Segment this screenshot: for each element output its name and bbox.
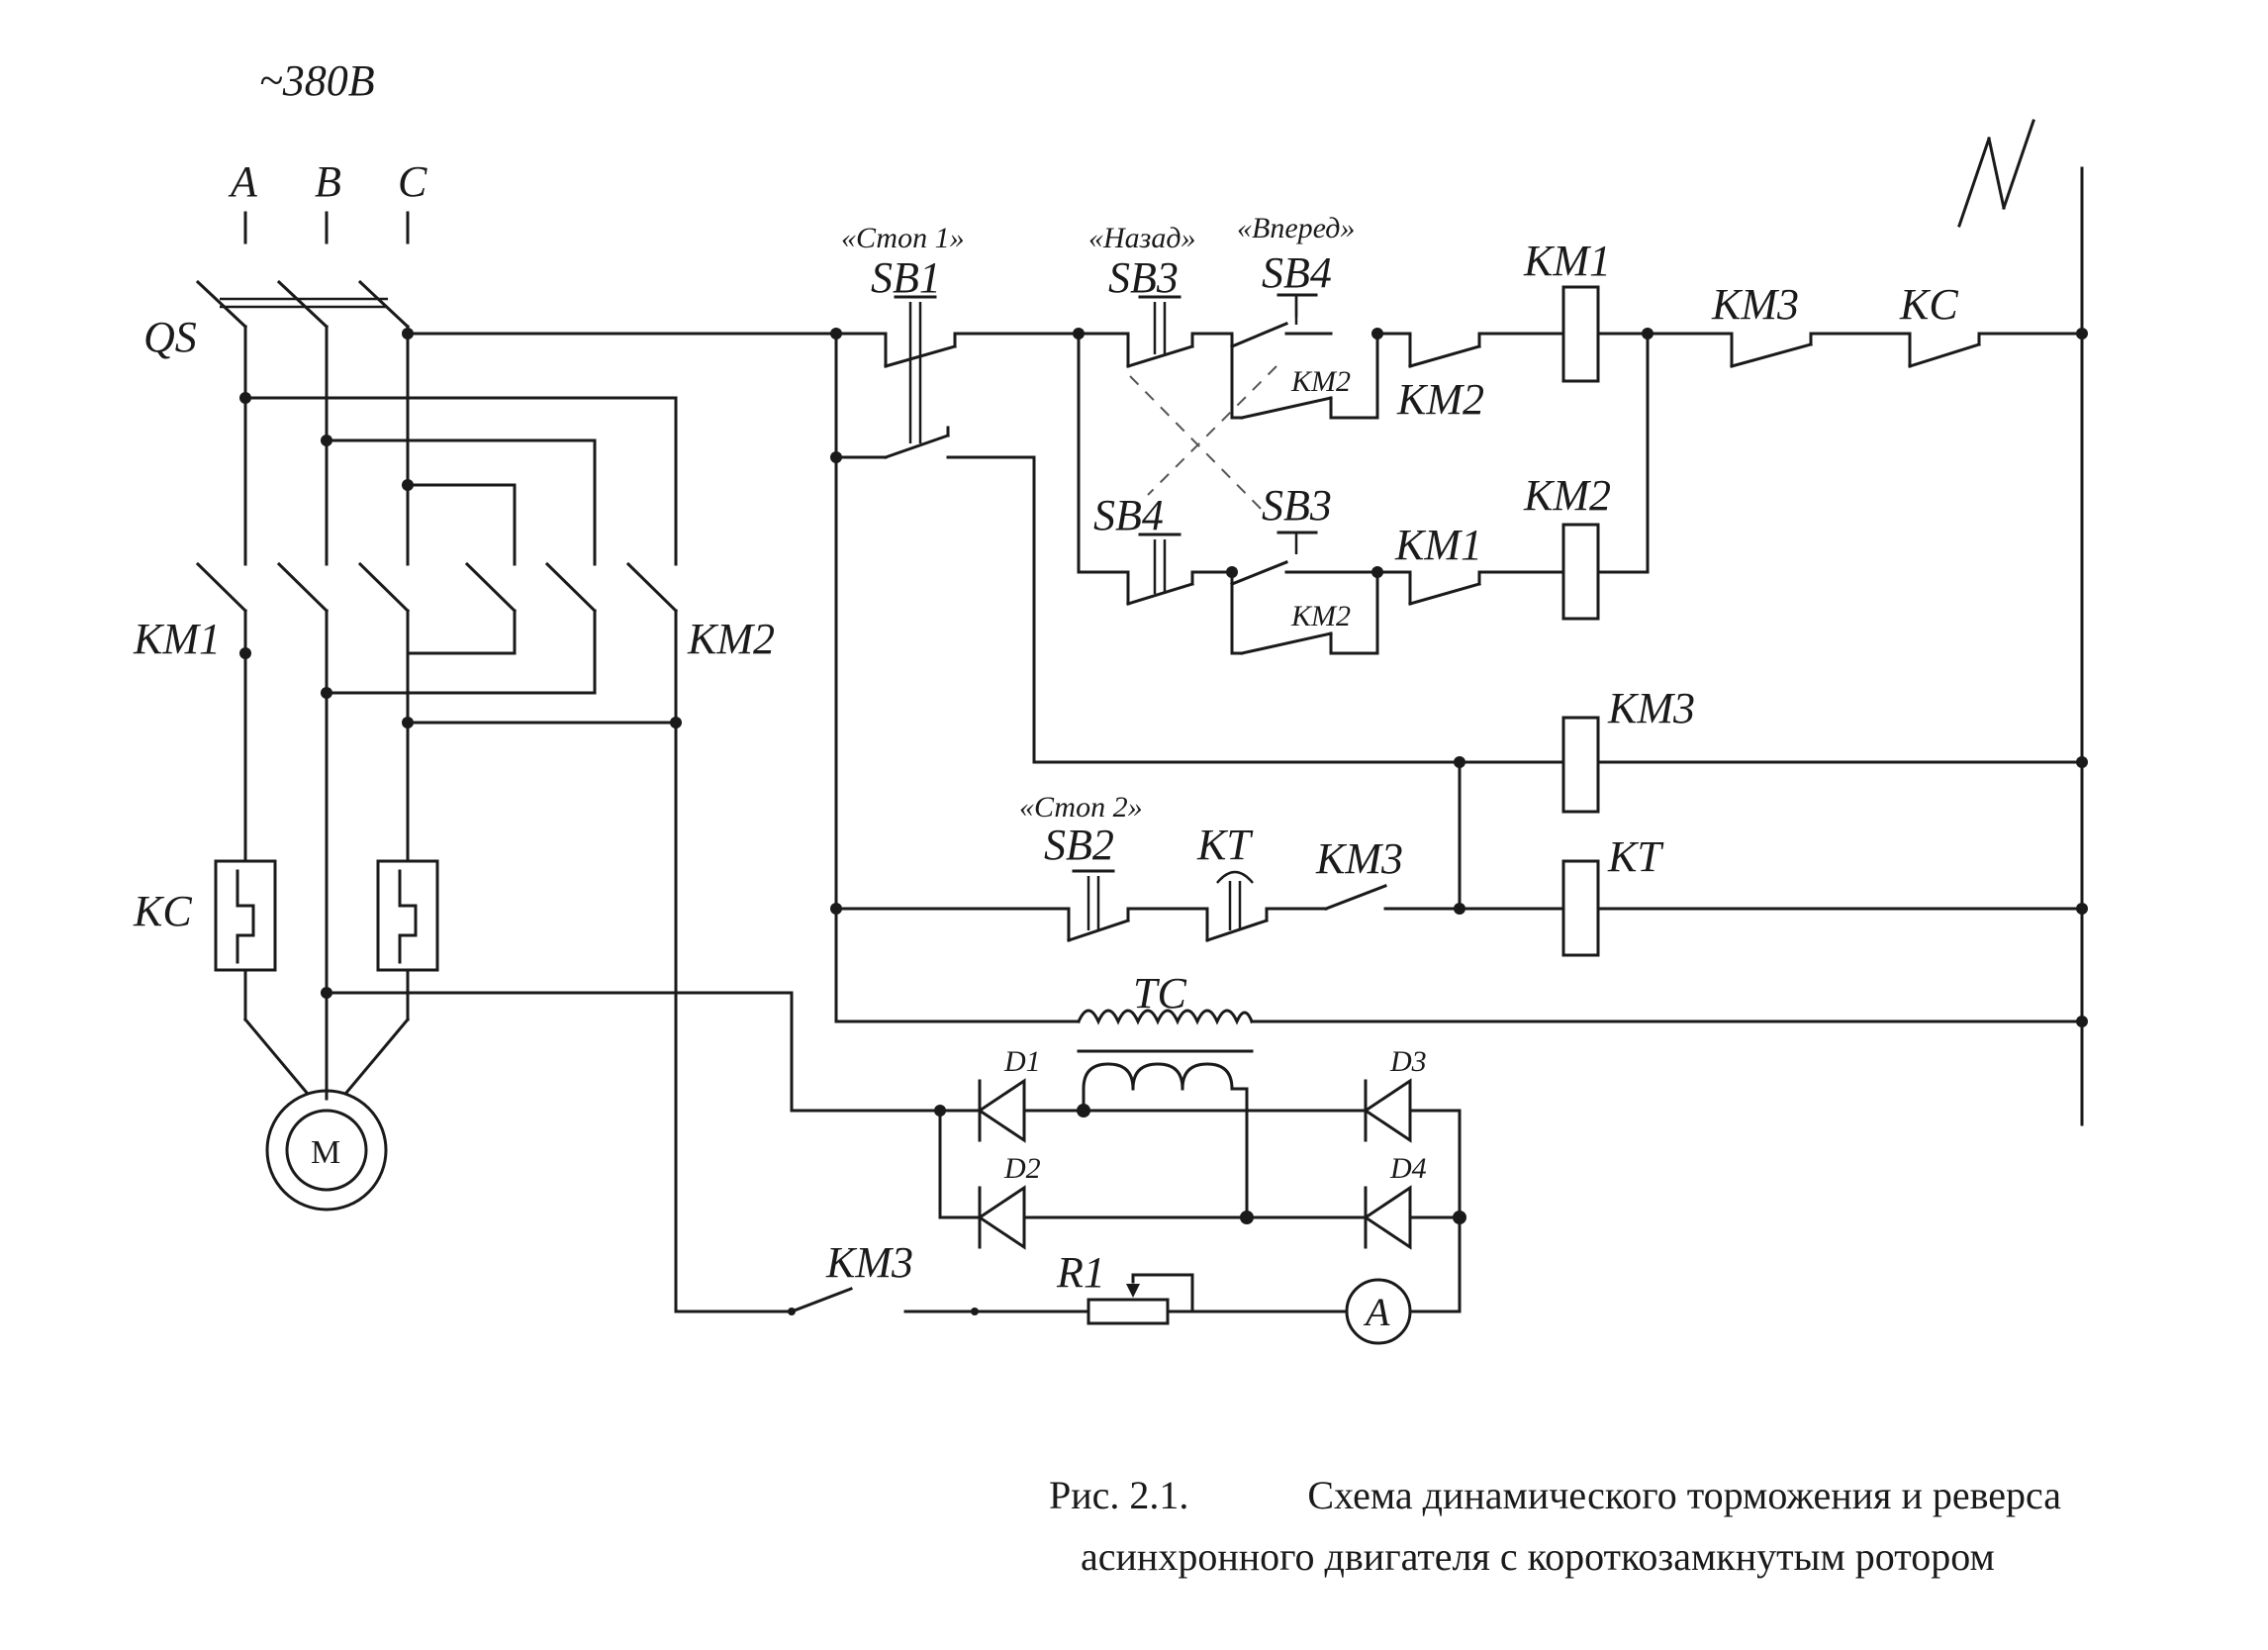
figure-number: Рис. 2.1. [1049, 1473, 1189, 1517]
kc-contact-label: KC [1899, 280, 1958, 329]
stop2-caption: «Стоп 2» [1019, 791, 1143, 824]
control-circuit [406, 119, 2088, 1126]
km1-coil-label: KM1 [1523, 237, 1611, 285]
qs-switch [195, 279, 411, 330]
diode-d3 [1363, 1078, 1412, 1143]
dc-braking-circuit [325, 721, 1466, 1345]
sb2-stop2-button [1067, 869, 1130, 942]
sb2-label: SB2 [1044, 821, 1114, 869]
d3-label: D3 [1389, 1045, 1427, 1078]
phase-c-label: C [398, 157, 427, 206]
stop1-caption: «Стоп 1» [841, 222, 965, 254]
km3-no-contact [1324, 884, 1387, 911]
sb4-bottom-label: SB4 [1093, 491, 1164, 539]
motor-label: M [311, 1134, 340, 1171]
sb3-top-button [1077, 295, 1194, 368]
tc-label: TC [1133, 969, 1186, 1018]
ammeter-label: A [1363, 1290, 1390, 1334]
sb3-bottom-button [1230, 531, 1379, 655]
back-caption: «Назад» [1088, 222, 1196, 254]
sb3-top-label: SB3 [1108, 253, 1179, 302]
km1-interlock [1375, 570, 1481, 606]
tc-transformer [1077, 1009, 1254, 1219]
figure-caption: Рис. 2.1. Схема динамического торможения… [1049, 1465, 2236, 1588]
kt-nc-contact [1205, 870, 1269, 942]
km3-contact-bottom-label: KM3 [825, 1238, 913, 1287]
diode-d1 [977, 1078, 1026, 1143]
sb3-bottom-label: SB3 [1262, 481, 1332, 530]
diode-d4 [1363, 1185, 1412, 1250]
labels: ~380В A B C QS KM1 KM2 KC M «Стоп 1» SB1… [133, 56, 1958, 1334]
phase-a-label: A [228, 157, 258, 206]
km3-contact-top-label: KM3 [1711, 280, 1799, 329]
km1-km2-power-contacts [195, 561, 679, 614]
km3-dc-contact [790, 1287, 853, 1313]
caption-title-line2: асинхронного двигателя с короткозамкнуты… [1081, 1534, 1995, 1579]
kt-coil [1561, 859, 1600, 957]
km1-coil [1561, 285, 1600, 383]
diode-d2 [977, 1185, 1026, 1250]
km3-coil-label: KM3 [1607, 684, 1695, 732]
sb1-label: SB1 [871, 253, 941, 302]
d4-label: D4 [1389, 1152, 1427, 1185]
kt-contact-label: KT [1196, 821, 1254, 869]
caption-title-line1: Схема динамического торможения и реверса [1307, 1473, 2062, 1517]
motor [265, 1089, 388, 1212]
kt-coil-label: KT [1607, 832, 1664, 881]
qs-label: QS [143, 313, 197, 361]
sb4-top-button [1230, 293, 1379, 420]
d2-label: D2 [1003, 1152, 1041, 1185]
kc-thermal-label: KC [133, 887, 192, 935]
km2-coil [1561, 523, 1600, 621]
km2-coil-label: KM2 [1523, 471, 1611, 520]
sb4-bottom-button [1126, 533, 1194, 606]
r1-label: R1 [1056, 1248, 1105, 1297]
km3-nc-contact [1730, 332, 1813, 368]
kc-nc-contact [1908, 332, 1981, 368]
km3-contact-mid-label: KM3 [1315, 834, 1403, 883]
km3-coil [1561, 716, 1600, 814]
km2-interlock [1375, 332, 1481, 368]
power-circuit [195, 211, 682, 1212]
supply-voltage-label: ~380В [259, 56, 375, 105]
km2-aux-top-label: KM2 [1290, 365, 1351, 398]
sb1-stop-button [884, 295, 957, 459]
forward-caption: «Вперед» [1237, 212, 1355, 244]
km1-power-label: KM1 [133, 615, 221, 663]
km2-interlock-label: KM2 [1396, 375, 1484, 424]
km2-aux-bottom-label: KM2 [1290, 600, 1351, 632]
d1-label: D1 [1003, 1045, 1041, 1078]
km2-power-label: KM2 [687, 615, 775, 663]
phase-b-label: B [315, 157, 341, 206]
sb4-top-label: SB4 [1262, 248, 1332, 297]
km1-interlock-label: KM1 [1394, 521, 1482, 569]
r1-rheostat [1087, 1273, 1194, 1325]
